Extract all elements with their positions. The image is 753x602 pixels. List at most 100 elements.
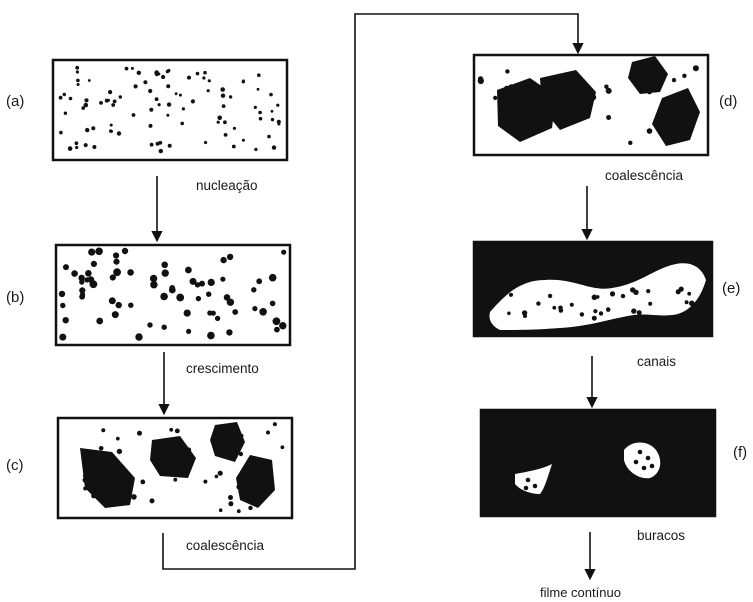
texture-dot xyxy=(229,95,232,98)
texture-dot xyxy=(252,306,257,311)
texture-dot xyxy=(88,249,95,256)
texture-dot xyxy=(127,269,134,276)
texture-dot xyxy=(117,131,121,135)
texture-dot xyxy=(226,329,232,335)
texture-dot xyxy=(175,92,178,95)
panel-b-letter: (b) xyxy=(6,289,24,306)
texture-dot xyxy=(242,139,245,142)
texture-dot xyxy=(509,293,513,297)
texture-dot xyxy=(281,445,285,449)
texture-dot xyxy=(64,112,67,115)
texture-dot xyxy=(91,126,95,130)
texture-dot xyxy=(237,509,241,513)
texture-dot xyxy=(79,279,84,284)
texture-dot xyxy=(606,115,611,120)
texture-dot xyxy=(63,93,66,96)
texture-dot xyxy=(207,332,215,340)
texture-dot xyxy=(69,97,73,101)
texture-dot xyxy=(610,291,615,296)
texture-dot xyxy=(196,296,201,301)
texture-dot xyxy=(208,279,215,286)
label-holes: buracos xyxy=(637,528,685,543)
texture-dot xyxy=(248,506,252,510)
texture-dot xyxy=(96,318,103,325)
texture-dot xyxy=(580,312,584,316)
texture-dot xyxy=(631,308,636,313)
texture-dot xyxy=(140,480,145,485)
texture-dot xyxy=(269,93,273,97)
texture-dot xyxy=(85,128,89,132)
texture-dot xyxy=(68,146,73,151)
texture-dot xyxy=(119,95,122,98)
texture-dot xyxy=(217,121,220,124)
texture-dot xyxy=(228,501,233,506)
texture-dot xyxy=(137,71,141,75)
texture-dot xyxy=(596,295,600,299)
panel-d xyxy=(474,55,708,155)
texture-dot xyxy=(523,314,527,318)
texture-dot xyxy=(91,261,97,267)
texture-dot xyxy=(110,124,113,127)
texture-dot xyxy=(648,302,652,306)
texture-dot xyxy=(125,67,129,71)
texture-dot xyxy=(552,306,556,310)
panel-b-frame xyxy=(56,245,290,345)
texture-dot xyxy=(593,309,597,313)
texture-dot xyxy=(548,294,552,298)
texture-dot xyxy=(113,252,119,258)
texture-dot xyxy=(220,277,225,282)
texture-dot xyxy=(222,104,226,108)
texture-dot xyxy=(215,475,219,479)
texture-dot xyxy=(202,76,205,79)
texture-dot xyxy=(112,311,119,318)
texture-dot xyxy=(204,141,207,144)
texture-dot xyxy=(158,103,161,106)
texture-dot xyxy=(132,113,136,117)
texture-dot xyxy=(109,129,112,132)
texture-dot xyxy=(251,287,256,292)
texture-dot xyxy=(208,79,211,82)
texture-dot xyxy=(167,102,171,106)
texture-dot xyxy=(113,259,119,265)
texture-dot xyxy=(637,310,642,315)
texture-dot xyxy=(182,107,185,110)
texture-dot xyxy=(642,466,647,471)
panel-a-letter: (a) xyxy=(6,93,24,110)
texture-dot xyxy=(150,281,157,288)
texture-dot xyxy=(273,422,277,426)
texture-dot xyxy=(134,84,138,88)
texture-dot xyxy=(109,297,116,304)
texture-dot xyxy=(63,264,69,270)
texture-dot xyxy=(526,478,531,483)
texture-dot xyxy=(254,106,257,109)
texture-dot xyxy=(168,144,172,148)
texture-dot xyxy=(646,456,651,461)
texture-dot xyxy=(75,66,79,70)
texture-dot xyxy=(147,322,152,327)
texture-dot xyxy=(88,276,95,283)
texture-dot xyxy=(166,84,170,88)
texture-dot xyxy=(219,508,223,512)
texture-dot xyxy=(646,289,650,293)
texture-dot xyxy=(276,104,279,107)
texture-dot xyxy=(257,73,261,77)
texture-dot xyxy=(150,143,154,147)
texture-dot xyxy=(179,94,182,97)
texture-dot xyxy=(672,78,676,82)
texture-dot xyxy=(166,114,169,117)
texture-dot xyxy=(199,281,205,287)
texture-dot xyxy=(187,76,191,80)
texture-dot xyxy=(77,83,80,86)
texture-dot xyxy=(203,71,207,75)
texture-dot xyxy=(95,248,103,256)
texture-dot xyxy=(206,292,211,297)
texture-dot xyxy=(175,429,180,434)
texture-dot xyxy=(99,101,103,105)
label-growth: crescimento xyxy=(186,361,259,376)
texture-dot xyxy=(524,486,529,491)
texture-dot xyxy=(166,70,169,73)
panel-d-letter: (d) xyxy=(719,93,737,110)
panel-e xyxy=(474,242,712,336)
texture-dot xyxy=(137,431,142,436)
